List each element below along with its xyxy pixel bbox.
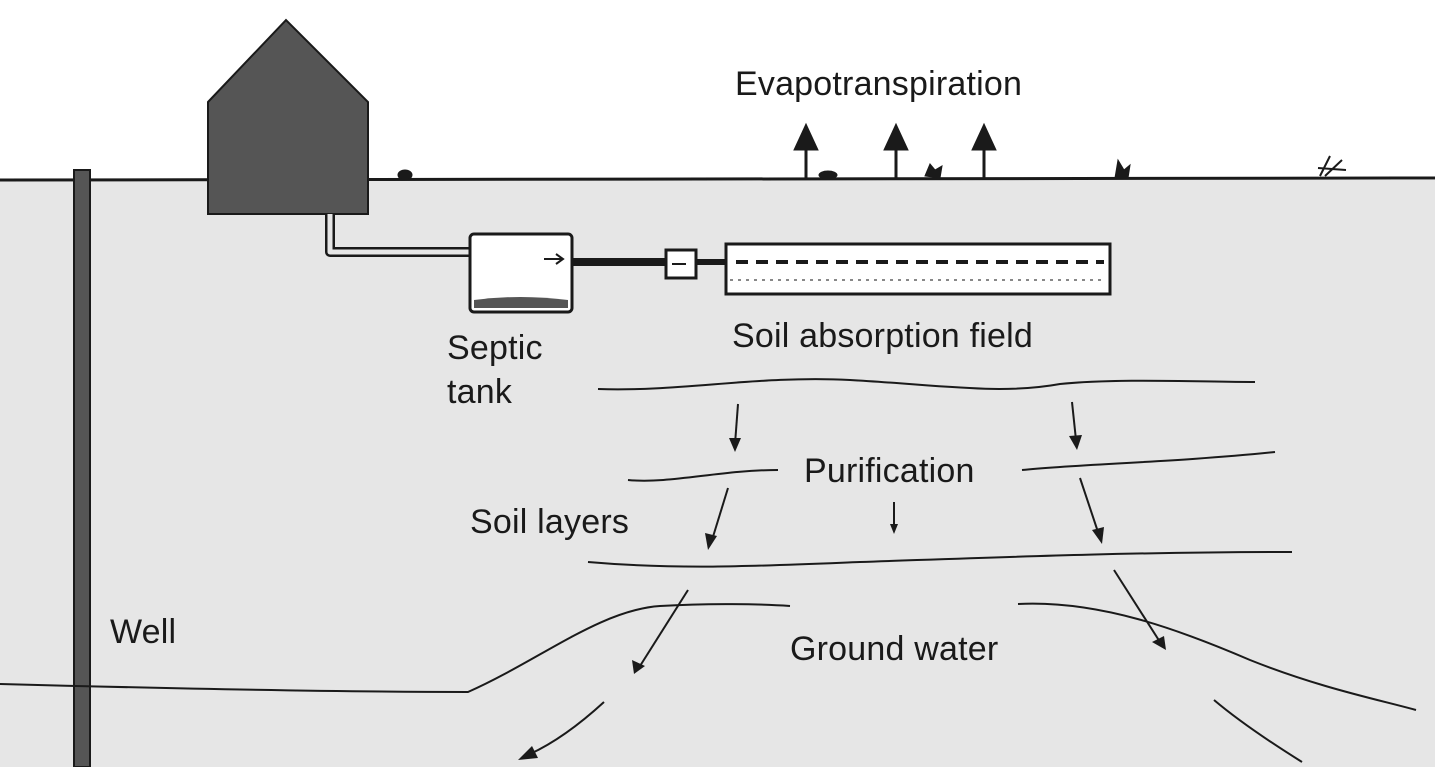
evap-arrow-1-head	[793, 122, 819, 151]
septic-tank	[468, 232, 574, 314]
house	[207, 18, 369, 215]
label-ground-water: Ground water	[790, 630, 999, 668]
perc-arrow-1	[734, 403, 739, 445]
plant-field-2	[924, 163, 943, 179]
soil-layer-line-3	[587, 551, 1293, 568]
perc-arrow-9	[1213, 699, 1303, 763]
label-soil-absorption-field: Soil absorption field	[732, 317, 1033, 355]
water-table-right	[1017, 602, 1417, 711]
plant-field-1	[818, 170, 838, 180]
label-evapotranspiration: Evapotranspiration	[735, 65, 1023, 103]
perc-arrow-8-head	[518, 746, 538, 760]
surface-plants	[397, 155, 1347, 181]
perc-arrow-5-head	[1092, 527, 1104, 544]
septic-tank-flow-arrow	[544, 253, 565, 265]
plant-near-house	[397, 169, 413, 181]
plant-right-edge	[1317, 155, 1347, 177]
absorption-trench	[724, 242, 1112, 296]
soil-layer-line-1	[597, 378, 1256, 391]
well-pipe	[73, 169, 91, 767]
septic-tank-sludge	[474, 297, 568, 308]
perc-arrow-7-head	[1152, 636, 1166, 650]
plant-field-3	[1114, 158, 1131, 179]
water-table-left	[0, 603, 791, 694]
label-septic-tank-line2: tank	[447, 373, 513, 411]
label-soil-layers: Soil layers	[470, 503, 630, 541]
perc-arrow-6	[639, 589, 689, 667]
perc-arrow-6-head	[632, 660, 645, 674]
perc-arrow-4-head	[890, 524, 898, 534]
perc-arrow-3	[711, 487, 729, 541]
label-septic-tank-line1: Septic	[447, 329, 543, 367]
perc-arrow-2	[1071, 401, 1077, 441]
soil-layer-line-2b	[1021, 451, 1276, 471]
perc-arrow-2-head	[1069, 435, 1082, 450]
evap-arrow-2-head	[883, 122, 909, 151]
label-well: Well	[110, 613, 177, 651]
perc-arrow-3-head	[705, 533, 717, 550]
percolation-arrows	[518, 401, 1303, 763]
perc-arrow-1-head	[729, 438, 741, 452]
evapotranspiration-arrows	[793, 122, 997, 178]
drain-pipe-inner	[327, 214, 470, 255]
perc-arrow-5	[1079, 477, 1099, 533]
perc-arrow-7	[1113, 569, 1161, 643]
evap-arrow-3-head	[971, 122, 997, 151]
perc-arrow-8	[529, 701, 605, 755]
label-purification: Purification	[790, 449, 989, 493]
soil-layer-line-2a	[627, 469, 779, 482]
